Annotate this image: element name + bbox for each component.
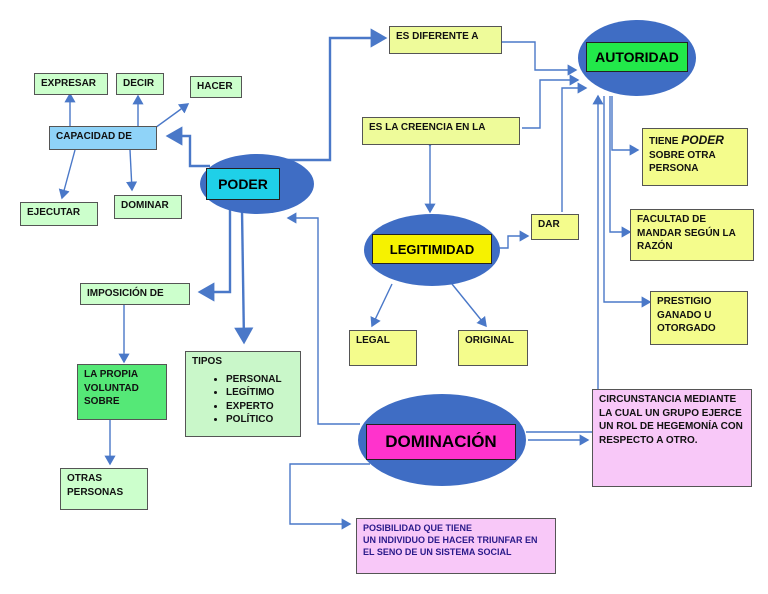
list-item: EXPERTO: [226, 400, 294, 414]
tipos-box: TIPOS PERSONAL LEGÍTIMO EXPERTO POLÍTICO: [185, 351, 301, 437]
list-item: POLÍTICO: [226, 413, 294, 427]
tiene-poder-box: TIENE PODER SOBRE OTRA PERSONA: [642, 128, 748, 186]
facultad-box: FACULTAD DE MANDAR SEGÚN LA RAZÓN: [630, 209, 754, 261]
tipos-title: TIPOS: [192, 356, 223, 367]
list-item: LEGÍTIMO: [226, 386, 294, 400]
original-box: ORIGINAL: [458, 330, 528, 366]
hacer-box: HACER: [190, 76, 242, 98]
tiene-pre: TIENE: [649, 136, 679, 147]
otras-personas-box: OTRAS PERSONAS: [60, 468, 148, 510]
prestigio-box: PRESTIGIO GANADO U OTORGADO: [650, 291, 748, 345]
autoridad-label: AUTORIDAD: [586, 42, 688, 72]
posibilidad-line-2: UN INDIVIDUO DE HACER TRIUNFAR EN EL SEN…: [363, 535, 538, 558]
decir-box: DECIR: [116, 73, 164, 95]
es-la-creencia-box: ES LA CREENCIA EN LA: [362, 117, 520, 145]
posibilidad-line-1: POSIBILIDAD QUE TIENE: [363, 523, 473, 533]
legitimidad-label: LEGITIMIDAD: [372, 234, 492, 264]
ejecutar-box: EJECUTAR: [20, 202, 98, 226]
circunstancia-box: CIRCUNSTANCIA MEDIANTE LA CUAL UN GRUPO …: [592, 389, 752, 487]
dominar-box: DOMINAR: [114, 195, 182, 219]
propia-voluntad-box: LA PROPIA VOLUNTAD SOBRE: [77, 364, 167, 420]
dar-box: DAR: [531, 214, 579, 240]
list-item: PERSONAL: [226, 373, 294, 387]
legal-box: LEGAL: [349, 330, 417, 366]
posibilidad-box: POSIBILIDAD QUE TIENE UN INDIVIDUO DE HA…: [356, 518, 556, 574]
imposicion-de-box: IMPOSICIÓN DE: [80, 283, 190, 305]
expresar-box: EXPRESAR: [34, 73, 108, 95]
tiene-poder-emph: PODER: [681, 133, 724, 147]
capacidad-de-box: CAPACIDAD DE: [49, 126, 157, 150]
dominacion-label: DOMINACIÓN: [366, 424, 516, 460]
poder-label: PODER: [206, 168, 280, 200]
tipos-list: PERSONAL LEGÍTIMO EXPERTO POLÍTICO: [192, 373, 294, 427]
tiene-post: SOBRE OTRA PERSONA: [649, 149, 716, 175]
es-diferente-a-box: ES DIFERENTE A: [389, 26, 502, 54]
